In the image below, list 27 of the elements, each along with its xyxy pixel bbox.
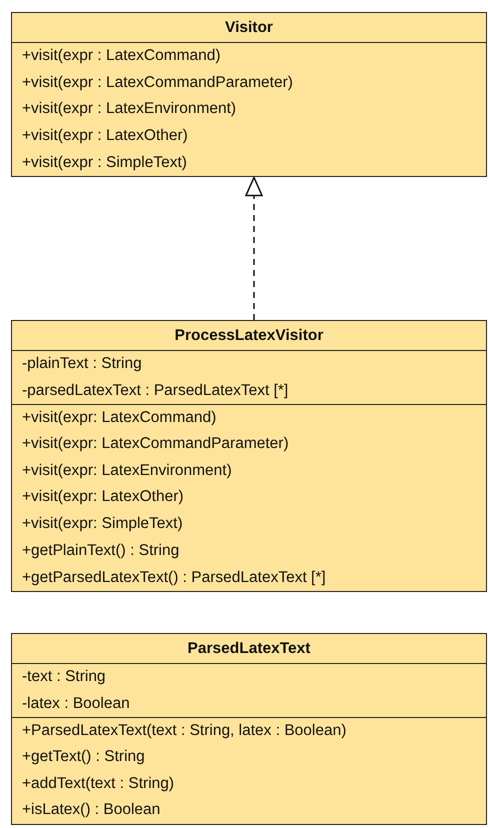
method: +getParsedLatexText() : ParsedLatexText [*]: [22, 568, 326, 588]
method: +visit(expr: LatexCommandParameter): [22, 434, 289, 454]
attribute: -text : String: [22, 667, 106, 687]
attribute: -plainText : String: [22, 354, 142, 374]
method: +ParsedLatexText(text : String, latex : Boolean): [22, 721, 346, 742]
method: +visit(expr : LatexCommandParameter): [22, 72, 293, 93]
class-box: [11, 320, 487, 592]
class-box: [11, 12, 487, 178]
method: +visit(expr: SimpleText): [22, 514, 183, 534]
attribute: -parsedLatexText : ParsedLatexText [*]: [22, 380, 288, 401]
method: +isLatex() : Boolean: [22, 800, 160, 820]
method: +visit(expr: LatexOther): [22, 487, 184, 508]
method: +getText() : String: [22, 747, 145, 768]
method: +visit(expr: LatexCommand): [22, 408, 216, 428]
realization-arrow: [245, 176, 263, 320]
class-box: [11, 633, 487, 826]
attribute: -latex : Boolean: [22, 694, 130, 714]
method: +visit(expr : SimpleText): [22, 152, 187, 173]
method: +visit(expr : LatexEnvironment): [22, 99, 236, 120]
method: +visit(expr : LatexOther): [22, 126, 188, 146]
method: +visit(expr : LatexCommand): [22, 46, 221, 66]
method: +getPlainText() : String: [22, 540, 180, 561]
class-name: ParsedLatexText: [188, 639, 310, 659]
method: +visit(expr: LatexEnvironment): [22, 460, 232, 481]
class-name: Visitor: [225, 18, 273, 38]
class-name: ProcessLatexVisitor: [174, 326, 324, 346]
method: +addText(text : String): [22, 774, 174, 794]
